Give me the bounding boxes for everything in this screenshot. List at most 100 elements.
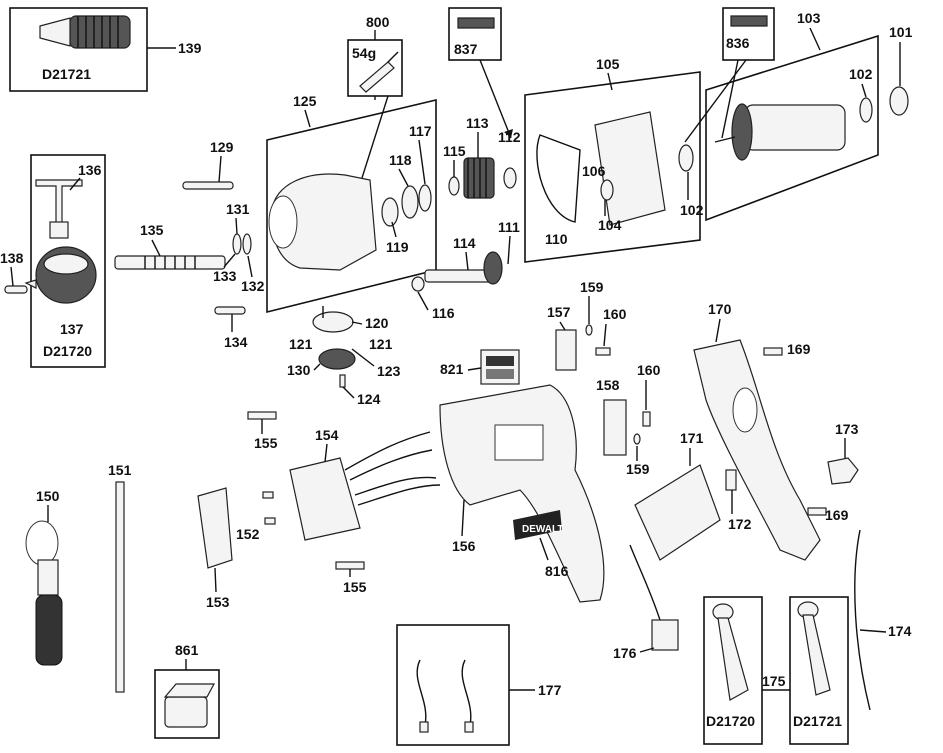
part-155a-label[interactable]: 155 xyxy=(254,435,278,451)
motor-housing-156 xyxy=(439,384,605,603)
part-119-label[interactable]: 119 xyxy=(386,239,409,255)
part-124-label[interactable]: 124 xyxy=(357,391,381,407)
part-172-label[interactable]: 172 xyxy=(728,516,752,532)
part-116-label[interactable]: 116 xyxy=(432,305,455,321)
screw-124 xyxy=(339,374,346,388)
part-174-label[interactable]: 174 xyxy=(888,623,912,639)
part-816-label[interactable]: 816 xyxy=(545,563,569,579)
screw-169a xyxy=(763,347,783,356)
model-label-d21721-chuck: D21721 xyxy=(42,66,91,82)
part-155b-label[interactable]: 155 xyxy=(343,579,367,595)
part-123-label[interactable]: 123 xyxy=(377,363,401,379)
part-104-label[interactable]: 104 xyxy=(598,217,622,233)
part-130-label[interactable]: 130 xyxy=(287,362,311,378)
screw-152b xyxy=(264,517,276,525)
part-160b-label[interactable]: 160 xyxy=(637,362,661,378)
part-170-label[interactable]: 170 xyxy=(708,301,732,317)
part-137-label[interactable]: 137 xyxy=(60,321,84,337)
box-136-137: 137 D21720 xyxy=(24,154,106,368)
part-138-label[interactable]: 138 xyxy=(0,250,24,266)
part-110-label[interactable]: 110 xyxy=(545,231,568,247)
washer-115 xyxy=(448,176,460,196)
part-800-label[interactable]: 800 xyxy=(366,14,390,30)
part-160a-label[interactable]: 160 xyxy=(603,306,627,322)
part-821-label[interactable]: 821 xyxy=(440,361,464,377)
part-131-label[interactable]: 131 xyxy=(226,201,250,217)
side-handle-150 xyxy=(25,520,63,666)
part-102b-label[interactable]: 102 xyxy=(680,202,704,218)
capacitor-172 xyxy=(725,469,737,491)
field-154 xyxy=(289,431,441,541)
part-152-label[interactable]: 152 xyxy=(236,526,260,542)
switch-holder-157 xyxy=(555,329,577,371)
part-176-label[interactable]: 176 xyxy=(613,645,637,661)
part-101-label[interactable]: 101 xyxy=(889,24,913,40)
screw-138 xyxy=(4,285,28,294)
washer-131 xyxy=(232,233,242,255)
spring-159a xyxy=(585,324,593,336)
part-120-label[interactable]: 120 xyxy=(365,315,389,331)
part-861-label[interactable]: 861 xyxy=(175,642,199,658)
part-175-label[interactable]: 175 xyxy=(762,673,786,689)
spring-159b xyxy=(633,433,641,445)
brush-176 xyxy=(629,544,679,651)
part-111-label[interactable]: 111 xyxy=(498,219,520,235)
part-153-label[interactable]: 153 xyxy=(206,594,230,610)
panel-105-field xyxy=(524,71,701,263)
grease-weight-label: 54g xyxy=(352,45,376,61)
screw-155b xyxy=(335,561,365,570)
part-173-label[interactable]: 173 xyxy=(835,421,859,437)
part-134-label[interactable]: 134 xyxy=(224,334,248,350)
part-171-label[interactable]: 171 xyxy=(680,430,704,446)
part-106-label[interactable]: 106 xyxy=(582,163,606,179)
mode-selector-120 xyxy=(312,306,354,333)
spindle-114 xyxy=(411,251,503,292)
part-169a-label[interactable]: 169 xyxy=(787,341,811,357)
part-129-label[interactable]: 129 xyxy=(210,139,234,155)
part-156-label[interactable]: 156 xyxy=(452,538,476,554)
part-135-label[interactable]: 135 xyxy=(140,222,164,238)
part-177-label[interactable]: 177 xyxy=(538,682,562,698)
part-112-label[interactable]: 112 xyxy=(498,129,521,145)
part-121b-label[interactable]: 121 xyxy=(369,336,393,352)
box-861-case xyxy=(154,669,220,739)
part-159a-label[interactable]: 159 xyxy=(580,279,604,295)
part-132-label[interactable]: 132 xyxy=(241,278,265,294)
screw-155a xyxy=(247,411,277,420)
part-159b-label[interactable]: 159 xyxy=(626,461,650,477)
part-151-label[interactable]: 151 xyxy=(108,462,132,478)
part-117-label[interactable]: 117 xyxy=(409,123,432,139)
part-105-label[interactable]: 105 xyxy=(596,56,620,72)
box-175-right: D21721 xyxy=(789,596,849,745)
part-118-label[interactable]: 118 xyxy=(389,152,412,168)
part-125-label[interactable]: 125 xyxy=(293,93,317,109)
label-plate-821 xyxy=(480,349,520,385)
brand-plate-816: DEWALT xyxy=(513,510,563,540)
part-837-label[interactable]: 837 xyxy=(454,41,478,57)
part-150-label[interactable]: 150 xyxy=(36,488,60,504)
screw-160a xyxy=(595,347,611,356)
strain-relief-173 xyxy=(827,457,859,485)
part-103-label[interactable]: 103 xyxy=(797,10,821,26)
spindle-135 xyxy=(114,255,226,270)
part-115-label[interactable]: 115 xyxy=(443,143,466,159)
part-102a-label[interactable]: 102 xyxy=(849,66,873,82)
part-139-label[interactable]: 139 xyxy=(178,40,202,56)
part-136-label[interactable]: 136 xyxy=(78,162,102,178)
part-133-label[interactable]: 133 xyxy=(213,268,237,284)
part-836-label[interactable]: 836 xyxy=(726,35,750,51)
part-169b-label[interactable]: 169 xyxy=(825,507,849,523)
part-113-label[interactable]: 113 xyxy=(466,115,489,131)
handle-170 xyxy=(693,339,821,561)
screw-152a xyxy=(262,491,274,499)
part-154-label[interactable]: 154 xyxy=(315,427,339,443)
part-158-label[interactable]: 158 xyxy=(596,377,620,393)
model-label-d21720-chuck: D21720 xyxy=(43,343,92,359)
part-157-label[interactable]: 157 xyxy=(547,304,571,320)
switch-171 xyxy=(634,464,721,561)
screw-169b xyxy=(807,507,827,516)
panel-103-armature xyxy=(705,34,879,222)
part-121a-label[interactable]: 121 xyxy=(289,336,313,352)
gear-113 xyxy=(463,157,495,199)
part-114-label[interactable]: 114 xyxy=(453,235,476,251)
